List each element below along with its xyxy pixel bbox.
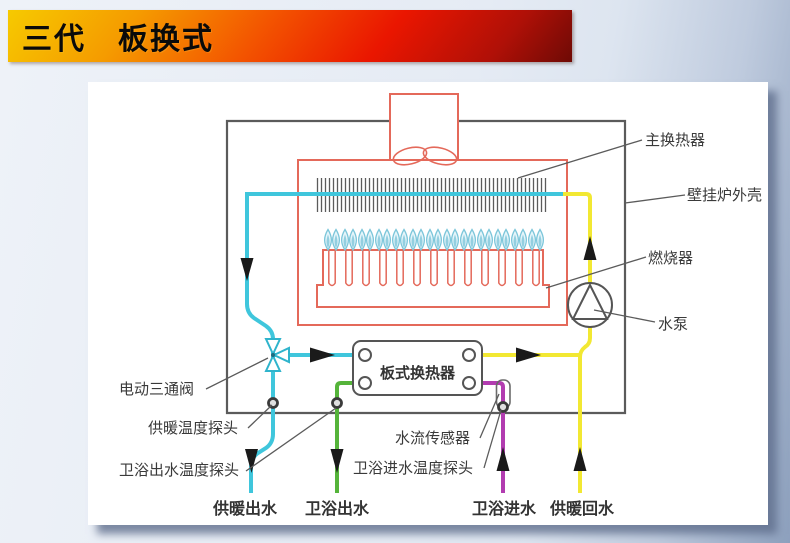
flow-arrow-up [573, 447, 587, 471]
label-heating-outlet: 供暖出水 [213, 499, 278, 518]
flow-arrow-up [496, 447, 510, 471]
label-three-way-valve: 电动三通阀 [119, 380, 195, 398]
label-plate-heat-exchanger: 板式换热器 [379, 364, 455, 382]
hx-port [358, 376, 372, 390]
label-heating-temp-probe: 供暖温度探头 [148, 419, 239, 437]
plate-heat-exchanger-box [352, 340, 483, 396]
temp-probe-dots [267, 397, 509, 413]
flow-arrow-right [516, 347, 541, 363]
hx-port [462, 376, 476, 390]
flow-arrow-down [330, 449, 344, 473]
label-dhw-inlet: 卫浴进水 [472, 499, 537, 518]
label-boiler-shell: 壁挂炉外壳 [687, 186, 763, 204]
flue-duct [389, 93, 459, 160]
burner-outline [316, 249, 550, 308]
dhw-inlet-pipe [475, 381, 505, 493]
leader-lines [205, 139, 686, 472]
label-water-pump: 水泵 [658, 315, 689, 333]
flow-arrow-down [245, 449, 258, 473]
label-dhw-inlet-temp-probe: 卫浴进水温度探头 [353, 459, 474, 477]
water-pump-symbol [567, 282, 613, 328]
label-water-flow-sensor: 水流传感器 [395, 429, 471, 447]
boiler-schematic [205, 93, 686, 493]
flow-arrow-down [240, 258, 254, 281]
slide-title: 三代 板换式 [22, 22, 214, 57]
hx-port [462, 348, 476, 362]
label-dhw-outlet-temp-probe: 卫浴出水温度探头 [119, 461, 240, 479]
label-main-heat-exchanger: 主换热器 [645, 131, 706, 149]
flow-arrows [240, 236, 597, 473]
label-dhw-outlet: 卫浴出水 [305, 499, 370, 518]
three-way-valve-symbol [264, 338, 290, 372]
flow-arrow-up [583, 236, 597, 260]
burner-flames [323, 228, 545, 252]
label-heating-return: 供暖回水 [550, 499, 615, 518]
combustion-chamber-outline [297, 159, 568, 326]
dhw-outlet-temp-probe-dot [331, 397, 343, 409]
flow-arrow-right [310, 347, 335, 363]
hx-port [358, 348, 372, 362]
heating-temp-probe-dot [267, 397, 279, 409]
title-banner: 三代 板换式 [8, 10, 572, 62]
dhw-outlet-pipe [335, 381, 359, 493]
diagram-panel: 主换热器 壁挂炉外壳 燃烧器 水泵 电动三通阀 供暖温度探头 卫浴出水温度探头 … [88, 82, 768, 525]
label-burner: 燃烧器 [648, 249, 694, 267]
dhw-inlet-temp-probe-dot [497, 401, 509, 413]
burner-slots [328, 250, 540, 287]
fan-icon [392, 146, 458, 166]
boiler-shell-outline [225, 119, 627, 415]
